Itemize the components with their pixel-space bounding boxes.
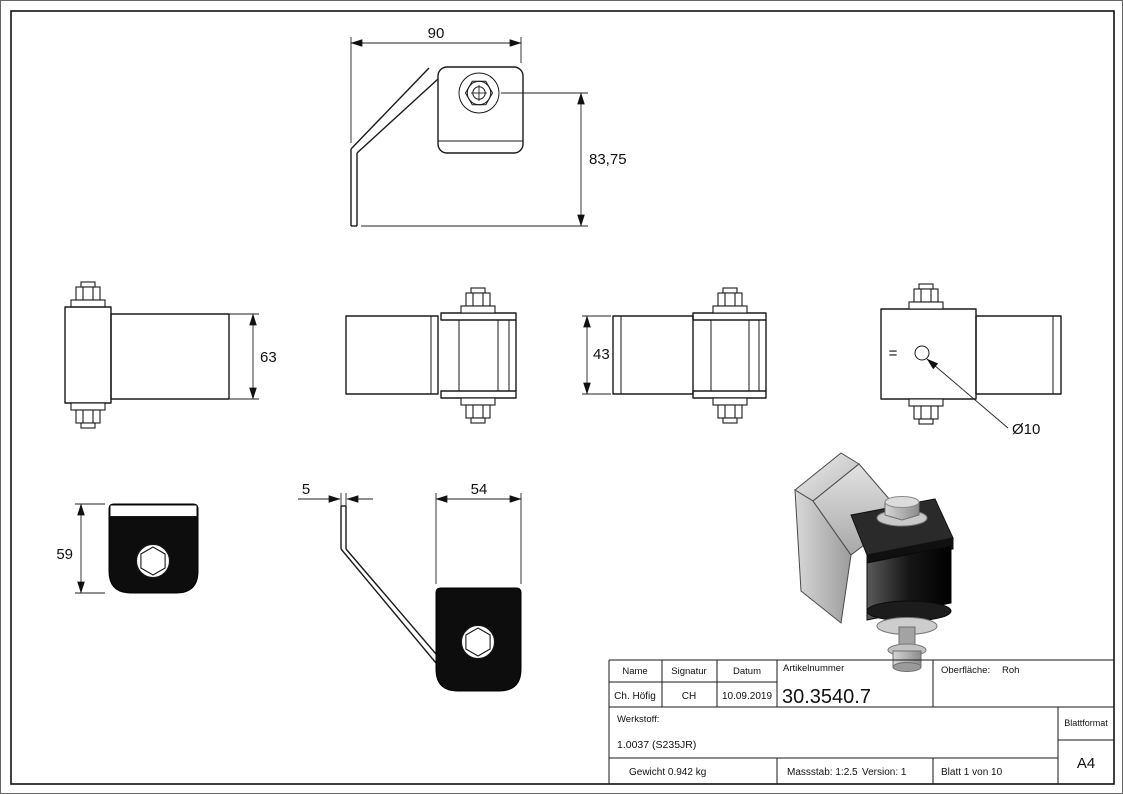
flag-plate	[110, 313, 230, 400]
view-front-center	[345, 287, 517, 424]
bolt-stack-bottom	[908, 398, 944, 425]
author-name: Ch. Höfig	[614, 691, 656, 702]
hex-bolt-head	[460, 624, 496, 660]
artikelnummer-value: 30.3540.7	[782, 686, 871, 708]
bolt-stack-bottom	[712, 397, 748, 424]
werkstoff-value: 1.0037 (S235JR)	[617, 739, 696, 751]
oberflaeche-label: Oberfläche:	[941, 665, 990, 676]
pivot-barrel	[64, 306, 112, 404]
bolt-stack-top	[712, 287, 748, 314]
gate-tube	[975, 315, 1062, 395]
date-value: 10.09.2019	[722, 691, 772, 702]
mounting-hole	[914, 345, 930, 361]
view-back-right: =	[880, 283, 1062, 425]
dim-43: 43	[582, 315, 611, 395]
dim-5-text: 5	[302, 481, 310, 498]
blattformat-value: A4	[1077, 755, 1095, 772]
pivot-barrel-3d	[866, 545, 952, 621]
hex-bolt-plan	[458, 72, 500, 114]
massstab-value: Massstab: 1:2.5	[787, 767, 858, 778]
dim-59-text: 59	[56, 546, 73, 563]
dim-90: 90	[350, 25, 522, 143]
oberflaeche-value: Roh	[1002, 665, 1019, 676]
dim-90-text: 90	[428, 25, 445, 42]
gate-tube	[612, 315, 694, 395]
dim-83-75-text: 83,75	[589, 151, 627, 168]
blattformat-label: Blattformat	[1064, 718, 1108, 728]
author-initials: CH	[682, 691, 696, 702]
dim-hole-dia: Ø10	[926, 358, 1040, 438]
dim-59: 59	[56, 503, 105, 594]
datum-header: Datum	[733, 666, 761, 677]
nut-bottom-face	[892, 662, 922, 672]
artikelnummer-label: Artikelnummer	[783, 663, 844, 674]
view-top-plan	[350, 66, 524, 227]
bolt-stack-top	[70, 281, 106, 308]
view-bracket-front	[340, 505, 522, 692]
dim-63-text: 63	[260, 349, 277, 366]
dim-54: 54	[435, 481, 522, 584]
bent-flag-profile	[340, 505, 437, 664]
dim-43-text: 43	[593, 346, 610, 363]
view-isometric	[794, 452, 954, 672]
bolt-stack-bottom	[460, 397, 496, 424]
title-block: Name Signatur Datum Ch. Höfig CH 10.09.2…	[608, 659, 1114, 784]
werkstoff-label: Werkstoff:	[617, 714, 659, 725]
sheet-border	[10, 10, 1115, 785]
dim-5: 5	[298, 481, 373, 506]
symmetry-mark: =	[889, 345, 898, 362]
dim-hole-text: Ø10	[1012, 421, 1040, 438]
version-value: Version: 1	[862, 767, 907, 778]
bolt-stack-top	[460, 287, 496, 314]
hex-bolt-top-face	[884, 496, 920, 508]
blatt-value: Blatt 1 von 10	[941, 767, 1003, 778]
view-front-right	[612, 287, 767, 424]
view-side-left	[64, 281, 230, 429]
bolt-stack-bottom	[70, 402, 106, 429]
signatur-header: Signatur	[671, 666, 706, 677]
bent-flag-plan	[350, 67, 439, 227]
view-bracket-side	[108, 503, 199, 594]
dim-54-text: 54	[471, 481, 488, 498]
dim-63: 63	[229, 313, 277, 400]
gate-tube	[345, 315, 439, 395]
name-header: Name	[622, 666, 647, 677]
dim-83-75: 83,75	[361, 92, 627, 227]
flag-face	[794, 489, 852, 624]
hex-bolt-head	[135, 543, 171, 579]
bolt-stack-top	[908, 283, 944, 310]
gewicht-value: Gewicht 0.942 kg	[629, 767, 706, 778]
